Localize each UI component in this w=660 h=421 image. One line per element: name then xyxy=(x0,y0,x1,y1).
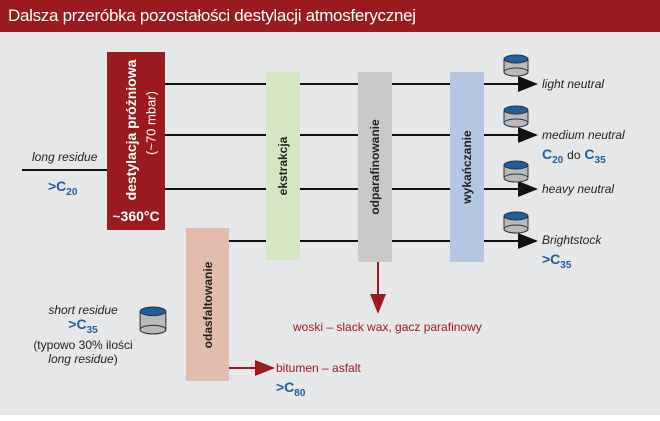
product-heavy: heavy neutral xyxy=(542,182,615,196)
bitumen-label: bitumen – asfalt xyxy=(276,361,361,375)
dewaxing-label: odparafinowanie xyxy=(368,119,382,215)
extraction-label: ekstrakcja xyxy=(276,136,290,196)
deasphalting-box: odasfaltowanie xyxy=(186,228,229,381)
vacuum-temp: ~360°C xyxy=(112,208,160,224)
finishing-box: wykańczanie xyxy=(450,72,484,262)
wax-label: woski – slack wax, gacz parafinowy xyxy=(293,320,482,334)
deasphalting-label: odasfaltowanie xyxy=(200,261,215,348)
feed-chem: >C20 xyxy=(48,178,78,198)
bitumen-chem: >C80 xyxy=(276,379,306,399)
tank-icon xyxy=(503,105,529,128)
product-medium-range: C20 do C35 xyxy=(542,146,606,166)
short-residue-chem: >C35 xyxy=(68,316,98,336)
tank-icon xyxy=(503,160,529,183)
short-residue-note2: long residue) xyxy=(48,351,118,366)
tank-icon xyxy=(503,211,529,234)
short-residue-note: (typowo 30% ilości xyxy=(33,337,133,352)
vacuum-label: destylacja próżniowa xyxy=(123,59,140,201)
feed-label: long residue xyxy=(32,150,98,164)
short-residue-label: short residue xyxy=(48,303,118,317)
extraction-box: ekstrakcja xyxy=(266,72,300,260)
product-medium: medium neutral xyxy=(542,128,625,142)
tank-icon xyxy=(503,54,529,77)
vacuum-distillation-box: destylacja próżniowa (~70 mbar) ~360°C xyxy=(107,52,165,230)
dewaxing-box: odparafinowanie xyxy=(358,72,392,262)
product-bright: Brightstock xyxy=(542,233,602,247)
vacuum-pressure: (~70 mbar) xyxy=(143,91,159,156)
short-residue-block: short residue >C35 (typowo 30% ilości lo… xyxy=(28,303,138,366)
finishing-label: wykańczanie xyxy=(460,130,474,204)
tank-icon xyxy=(139,306,167,335)
product-light: light neutral xyxy=(542,77,605,91)
product-bright-chem: >C35 xyxy=(542,251,572,271)
page-title: Dalsza przeróbka pozostałości destylacji… xyxy=(0,0,660,32)
